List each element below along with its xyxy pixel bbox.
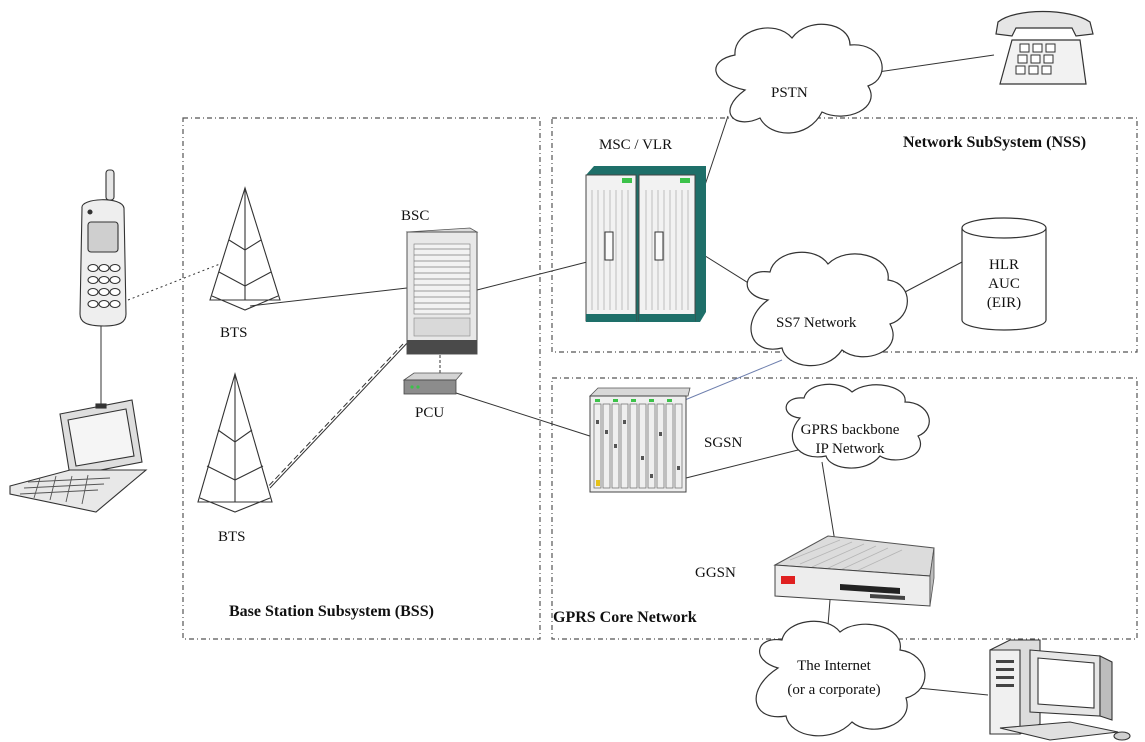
pcu-device-icon xyxy=(402,372,463,395)
pstn-cloud xyxy=(715,23,883,134)
ggsn-router-icon xyxy=(773,535,935,607)
desktop-computer-icon xyxy=(989,639,1131,741)
bts-top-label: BTS xyxy=(220,325,248,341)
link-ss7-hlr xyxy=(904,261,963,293)
sgsn-chassis-icon xyxy=(589,387,691,493)
bts-tower-top-icon xyxy=(209,186,281,311)
auc-label: AUC xyxy=(988,276,1020,292)
bss-region-box xyxy=(182,117,541,640)
eir-label: (EIR) xyxy=(986,295,1022,311)
bts-tower-bottom-icon xyxy=(197,372,273,513)
link-pcu-sgsn xyxy=(455,392,597,439)
mobile-phone-icon xyxy=(79,169,127,327)
link-pstn-phone xyxy=(877,54,995,73)
gprs-backbone-label-line2: IP Network xyxy=(815,441,885,457)
bsc-server-icon xyxy=(405,227,479,355)
bss-region-title: Base Station Subsystem (BSS) xyxy=(229,603,434,620)
nss-region-title: Network SubSystem (NSS) xyxy=(903,134,1087,151)
hlr-database-icon xyxy=(961,217,1047,331)
link-bts2-bsc xyxy=(269,339,411,489)
pstn-label: PSTN xyxy=(771,85,808,101)
hlr-label: HLR xyxy=(989,257,1019,273)
laptop-icon xyxy=(9,399,148,513)
msc-vlr-label: MSC / VLR xyxy=(599,137,673,153)
gprs-backbone-label-line1: GPRS backbone xyxy=(800,422,900,438)
link-sgsn-backbone xyxy=(685,449,799,479)
ss7-network-cloud xyxy=(746,251,908,367)
gprs-backbone-cloud xyxy=(785,383,930,469)
link-bts-bsc xyxy=(249,287,408,307)
gprs-region-title: GPRS Core Network xyxy=(553,609,697,626)
nss-region-box xyxy=(551,117,1138,353)
link-backbone-ggsn xyxy=(821,461,837,549)
telephone-icon xyxy=(995,10,1094,85)
ss7-network-label: SS7 Network xyxy=(776,315,857,331)
bts-bottom-label: BTS xyxy=(218,529,246,545)
link-sgsn-ss7 xyxy=(679,359,783,403)
gprs-region-box xyxy=(551,377,1138,640)
link-phone-bts xyxy=(127,261,226,301)
internet-label-line2: (or a corporate) xyxy=(787,682,881,698)
internet-label-line1: The Internet xyxy=(797,658,871,674)
link-bts2-bsc-dashed xyxy=(262,343,404,493)
pcu-label: PCU xyxy=(415,405,445,421)
sgsn-label: SGSN xyxy=(704,435,743,451)
bsc-label: BSC xyxy=(401,208,430,224)
msc-vlr-rack-icon xyxy=(585,166,706,322)
ggsn-label: GGSN xyxy=(695,565,736,581)
link-msc-pstn xyxy=(701,115,729,195)
link-internet-computer xyxy=(917,687,989,696)
internet-cloud xyxy=(755,620,926,737)
link-bsc-msc xyxy=(476,261,588,291)
